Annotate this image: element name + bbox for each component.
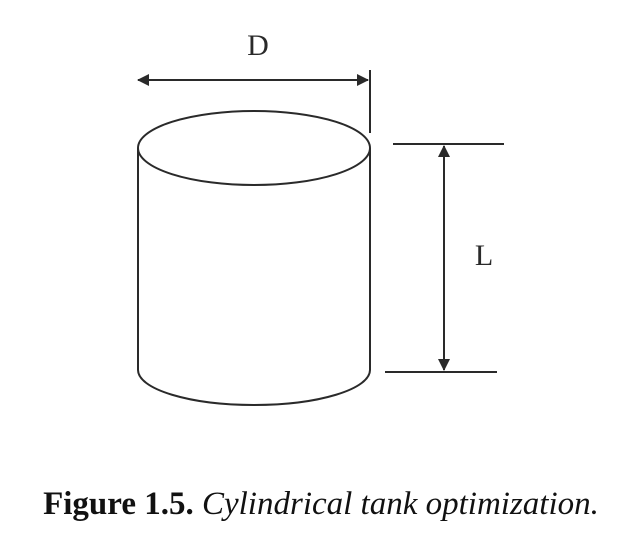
figure-caption-text: Cylindrical tank optimization.	[201, 486, 599, 522]
cylinder	[137, 110, 371, 406]
diameter-label: D	[247, 29, 269, 62]
cylinder-top-ellipse	[137, 110, 371, 186]
length-dimension	[385, 143, 504, 373]
figure-caption: Figure 1.5. Cylindrical tank optimizatio…	[0, 486, 642, 523]
diameter-dimension	[137, 70, 371, 133]
cylinder-bottom-arc	[137, 369, 371, 406]
figure-caption-label: Figure 1.5.	[43, 486, 194, 522]
length-label: L	[475, 239, 493, 272]
